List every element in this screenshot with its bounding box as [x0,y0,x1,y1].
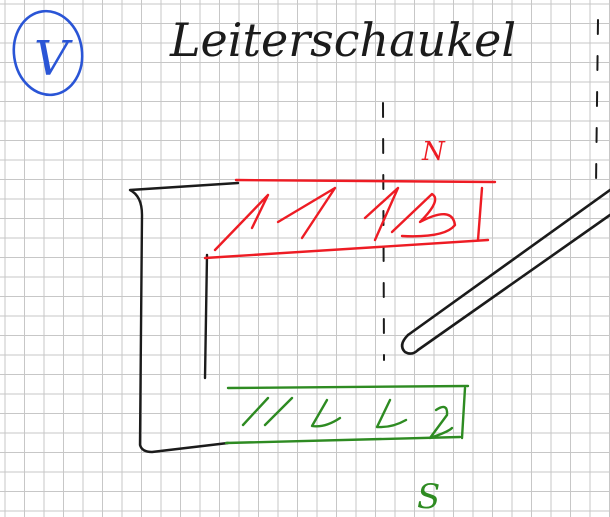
north-magnet [203,178,497,260]
left-thread [382,102,385,361]
right-thread [595,19,599,186]
conductor-rod [400,188,610,355]
number-circle: V [12,9,84,97]
number-mark: V [34,31,73,87]
south-label: S [417,477,440,517]
connection-wire [128,181,240,454]
page-title: Leiterschaukel [169,13,516,67]
south-magnet [224,384,470,445]
north-label: N [421,137,446,167]
hanging-threads [382,19,599,361]
